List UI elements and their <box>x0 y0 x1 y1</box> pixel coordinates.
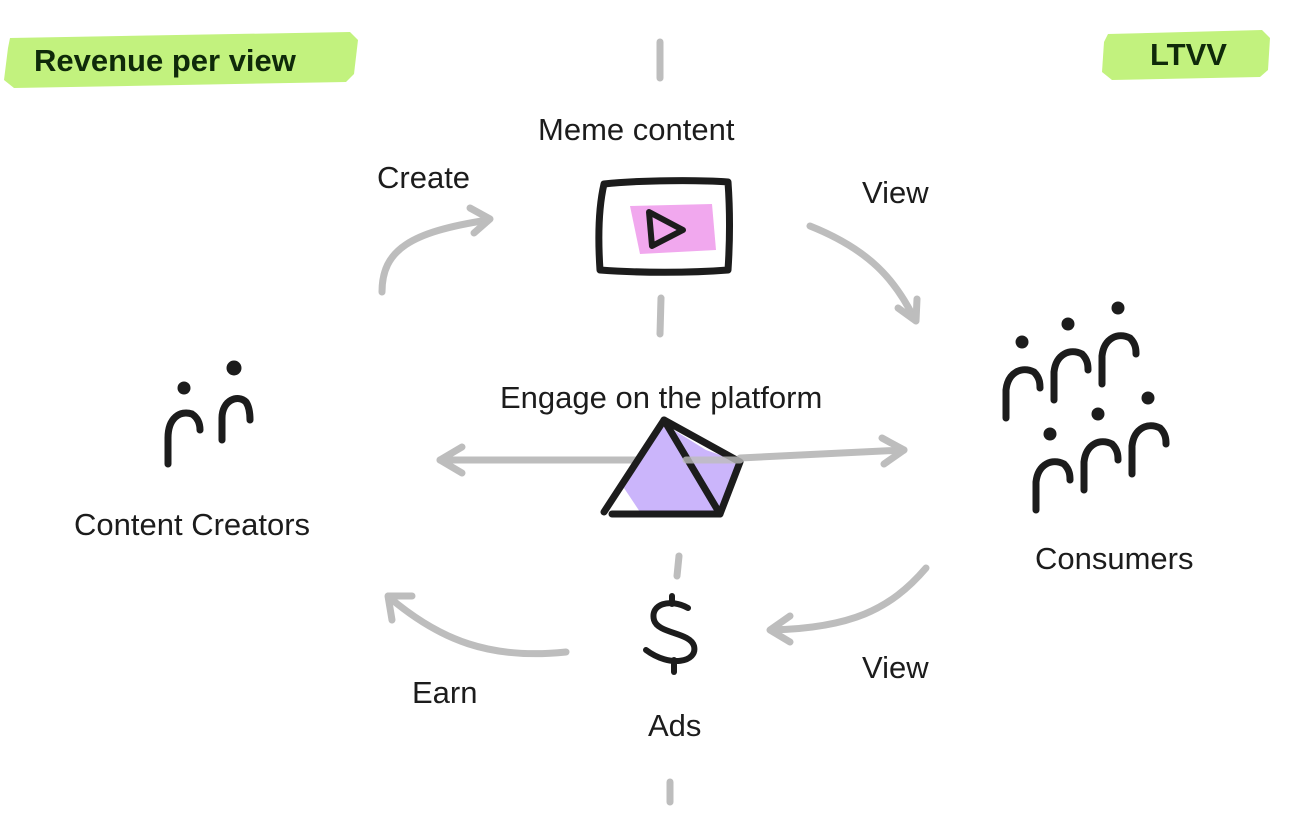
arrow-create-head <box>466 204 494 237</box>
arrow-earn <box>386 594 570 658</box>
node-label-ads: Ads <box>648 708 702 743</box>
edge-label-view-bottom: View <box>862 650 929 685</box>
arrow-view-top <box>806 222 918 322</box>
arrow-engage-right-head <box>878 434 908 468</box>
video-play-icon <box>595 177 733 276</box>
node-label-platform: Engage on the platform <box>500 380 823 415</box>
node-label-consumers: Consumers <box>1035 541 1194 576</box>
edge-label-earn: Earn <box>412 675 478 710</box>
dollar-icon <box>643 593 698 675</box>
arrow-engage-left-head <box>436 443 466 477</box>
edge-label-view-top: View <box>862 175 929 210</box>
node-label-content: Meme content <box>538 112 735 147</box>
edge-label-create: Create <box>377 160 471 195</box>
arrow-view-top-head <box>894 295 921 325</box>
arrow-create <box>378 216 492 296</box>
highlight-left-label: Revenue per view <box>34 43 296 78</box>
tent-icon <box>600 416 744 518</box>
arrow-engage-right <box>736 446 908 462</box>
highlight-right-bg <box>1102 30 1270 80</box>
arrow-earn-head <box>384 592 416 624</box>
highlight-left-bg <box>4 32 358 88</box>
arrow-view-bottom <box>768 564 930 634</box>
highlight-right-label: LTVV <box>1150 37 1227 72</box>
node-label-creators: Content Creators <box>74 507 311 542</box>
crowd-icon <box>1002 301 1170 514</box>
arrow-view-bottom-head <box>766 612 794 646</box>
people-icon <box>164 360 254 468</box>
center-dashed-line <box>656 38 683 806</box>
